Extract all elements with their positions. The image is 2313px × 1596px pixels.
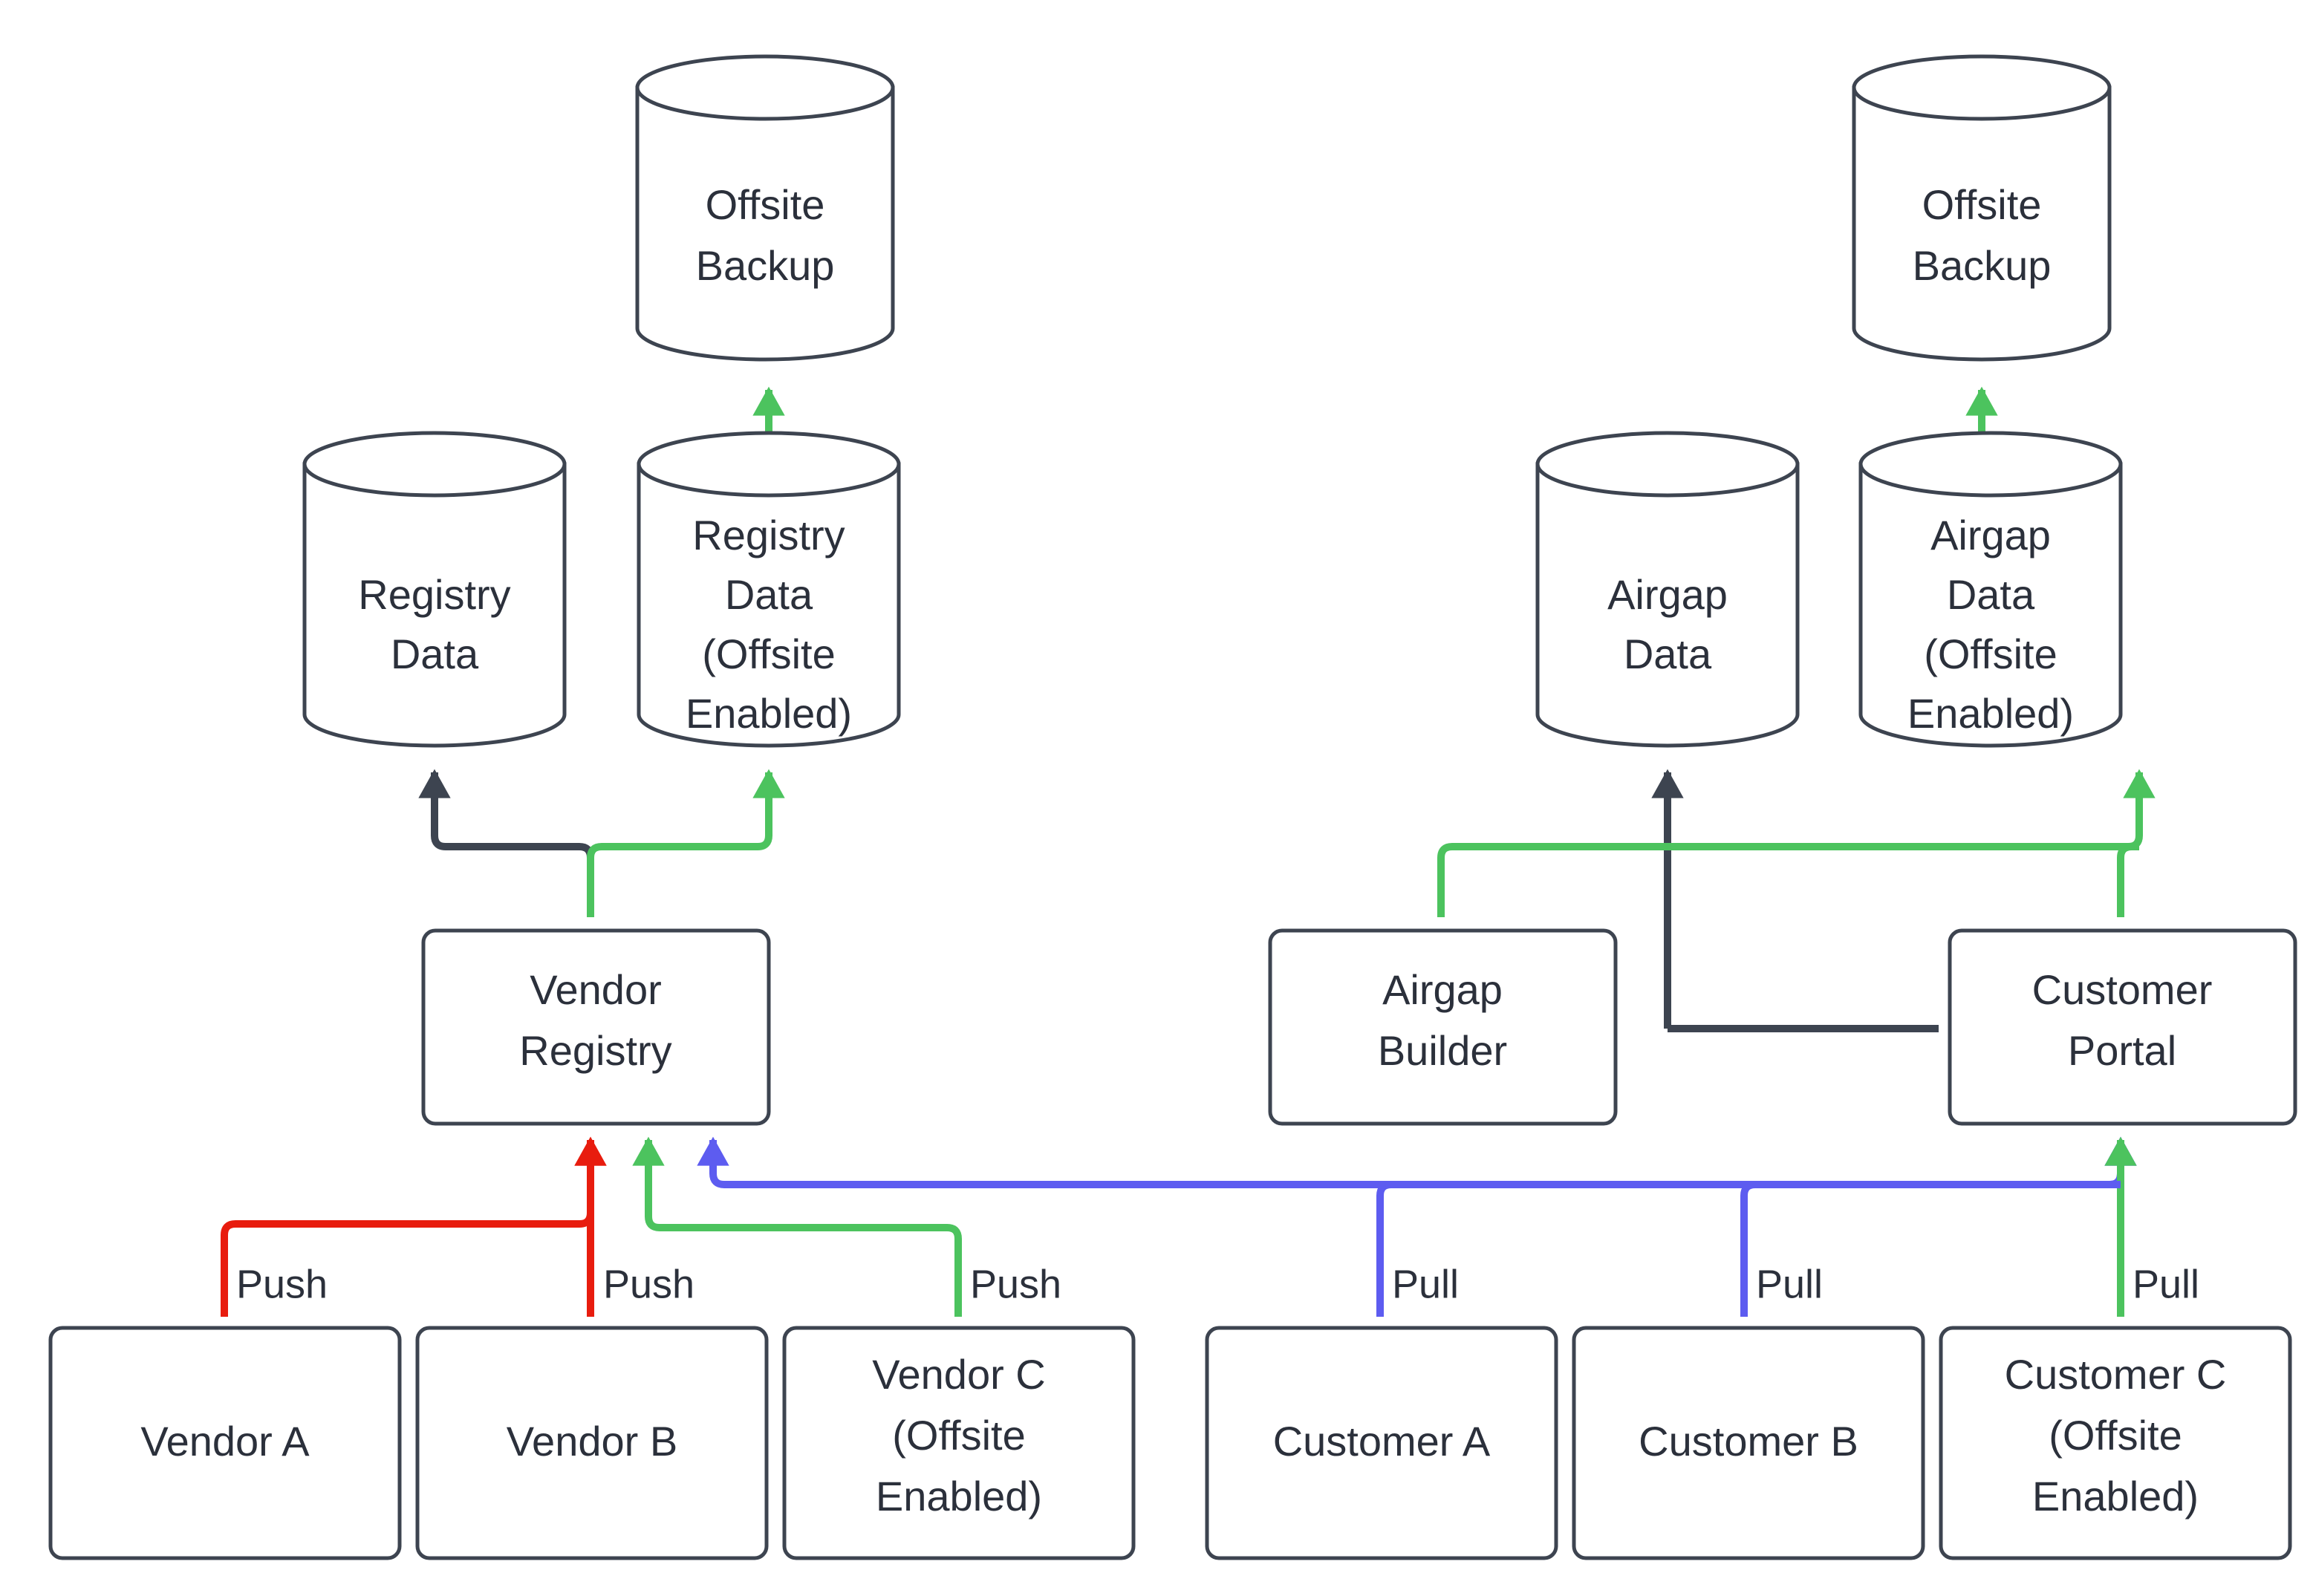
node-label: Customer A — [1273, 1418, 1491, 1465]
edge-label-customer-b-pull: Pull — [1756, 1262, 1823, 1306]
node-label: Airgap — [1382, 966, 1503, 1013]
edge-label-vendor-c-push: Push — [970, 1262, 1061, 1306]
edge-customer-portal-to-vendor-registry-pull — [697, 1136, 2121, 1188]
node-label: Enabled) — [1907, 690, 2074, 737]
node-customer-b[interactable]: Customer B — [1572, 1326, 1925, 1560]
node-label: Customer C — [2005, 1351, 2227, 1398]
node-registry-data-offsite[interactable]: Registry Data (Offsite Enabled) — [637, 431, 901, 748]
node-label: Data — [725, 571, 813, 618]
edge-label-customer-c-pull: Pull — [2133, 1262, 2199, 1306]
node-label: Builder — [1378, 1027, 1507, 1074]
node-label: Vendor B — [507, 1418, 677, 1465]
node-vendor-b[interactable]: Vendor B — [415, 1326, 769, 1560]
node-label: Customer — [2032, 966, 2213, 1013]
edge-airgap-builder-to-airgap-data-offsite — [1437, 769, 2156, 917]
edge-label-customer-a-pull: Pull — [1392, 1262, 1459, 1306]
node-label: Registry — [358, 571, 510, 618]
node-label: Offsite — [1922, 181, 2042, 228]
node-label: Vendor A — [140, 1418, 310, 1465]
edge-vendor-registry-to-registry-data — [418, 769, 594, 917]
node-label: Enabled) — [686, 690, 852, 737]
node-label: Data — [1624, 631, 1712, 677]
node-airgap-data-offsite[interactable]: Airgap Data (Offsite Enabled) — [1858, 431, 2123, 748]
node-label: Airgap — [1930, 512, 2051, 558]
node-label: Customer B — [1639, 1418, 1858, 1465]
node-label: Data — [391, 631, 479, 677]
node-customer-portal[interactable]: Customer Portal — [1948, 928, 2297, 1126]
node-label: (Offsite — [702, 631, 835, 677]
node-label: Registry — [692, 512, 845, 558]
node-vendor-registry[interactable]: Vendor Registry — [421, 928, 771, 1126]
node-vendor-a[interactable]: Vendor A — [48, 1326, 402, 1560]
node-airgap-data[interactable]: Airgap Data — [1535, 431, 1800, 748]
node-label: (Offsite — [1924, 631, 2057, 677]
node-label: Vendor — [530, 966, 662, 1013]
edge-label-vendor-a-push: Push — [236, 1262, 328, 1306]
node-label: Data — [1947, 571, 2035, 618]
node-label: Airgap — [1607, 571, 1728, 618]
node-label: (Offsite — [2049, 1412, 2182, 1459]
node-label: Offsite — [706, 181, 825, 228]
node-offsite-backup-right[interactable]: Offsite Backup — [1852, 54, 2112, 362]
node-label: Backup — [1913, 242, 2052, 289]
node-label: Portal — [2068, 1027, 2176, 1074]
node-label: Vendor C — [872, 1351, 1046, 1398]
node-label: Backup — [696, 242, 835, 289]
node-registry-data[interactable]: Registry Data — [302, 431, 567, 748]
edge-customer-portal-to-offsite-bus — [2117, 843, 2139, 917]
edge-vendor-c-push — [632, 1136, 962, 1317]
edge-customer-a-pull — [1376, 1136, 2137, 1317]
node-label: (Offsite — [892, 1412, 1025, 1459]
node-vendor-c[interactable]: Vendor C (Offsite Enabled) — [782, 1326, 1136, 1560]
edge-label-vendor-b-push: Push — [603, 1262, 694, 1306]
node-airgap-builder[interactable]: Airgap Builder — [1268, 928, 1618, 1126]
node-label: Enabled) — [876, 1473, 1042, 1520]
node-offsite-backup-left[interactable]: Offsite Backup — [635, 54, 895, 362]
node-label: Enabled) — [2032, 1473, 2199, 1520]
node-label: Registry — [519, 1027, 671, 1074]
node-customer-c[interactable]: Customer C (Offsite Enabled) — [1939, 1326, 2292, 1560]
node-customer-a[interactable]: Customer A — [1205, 1326, 1558, 1560]
edge-vendor-registry-to-registry-data-offsite — [587, 769, 785, 917]
